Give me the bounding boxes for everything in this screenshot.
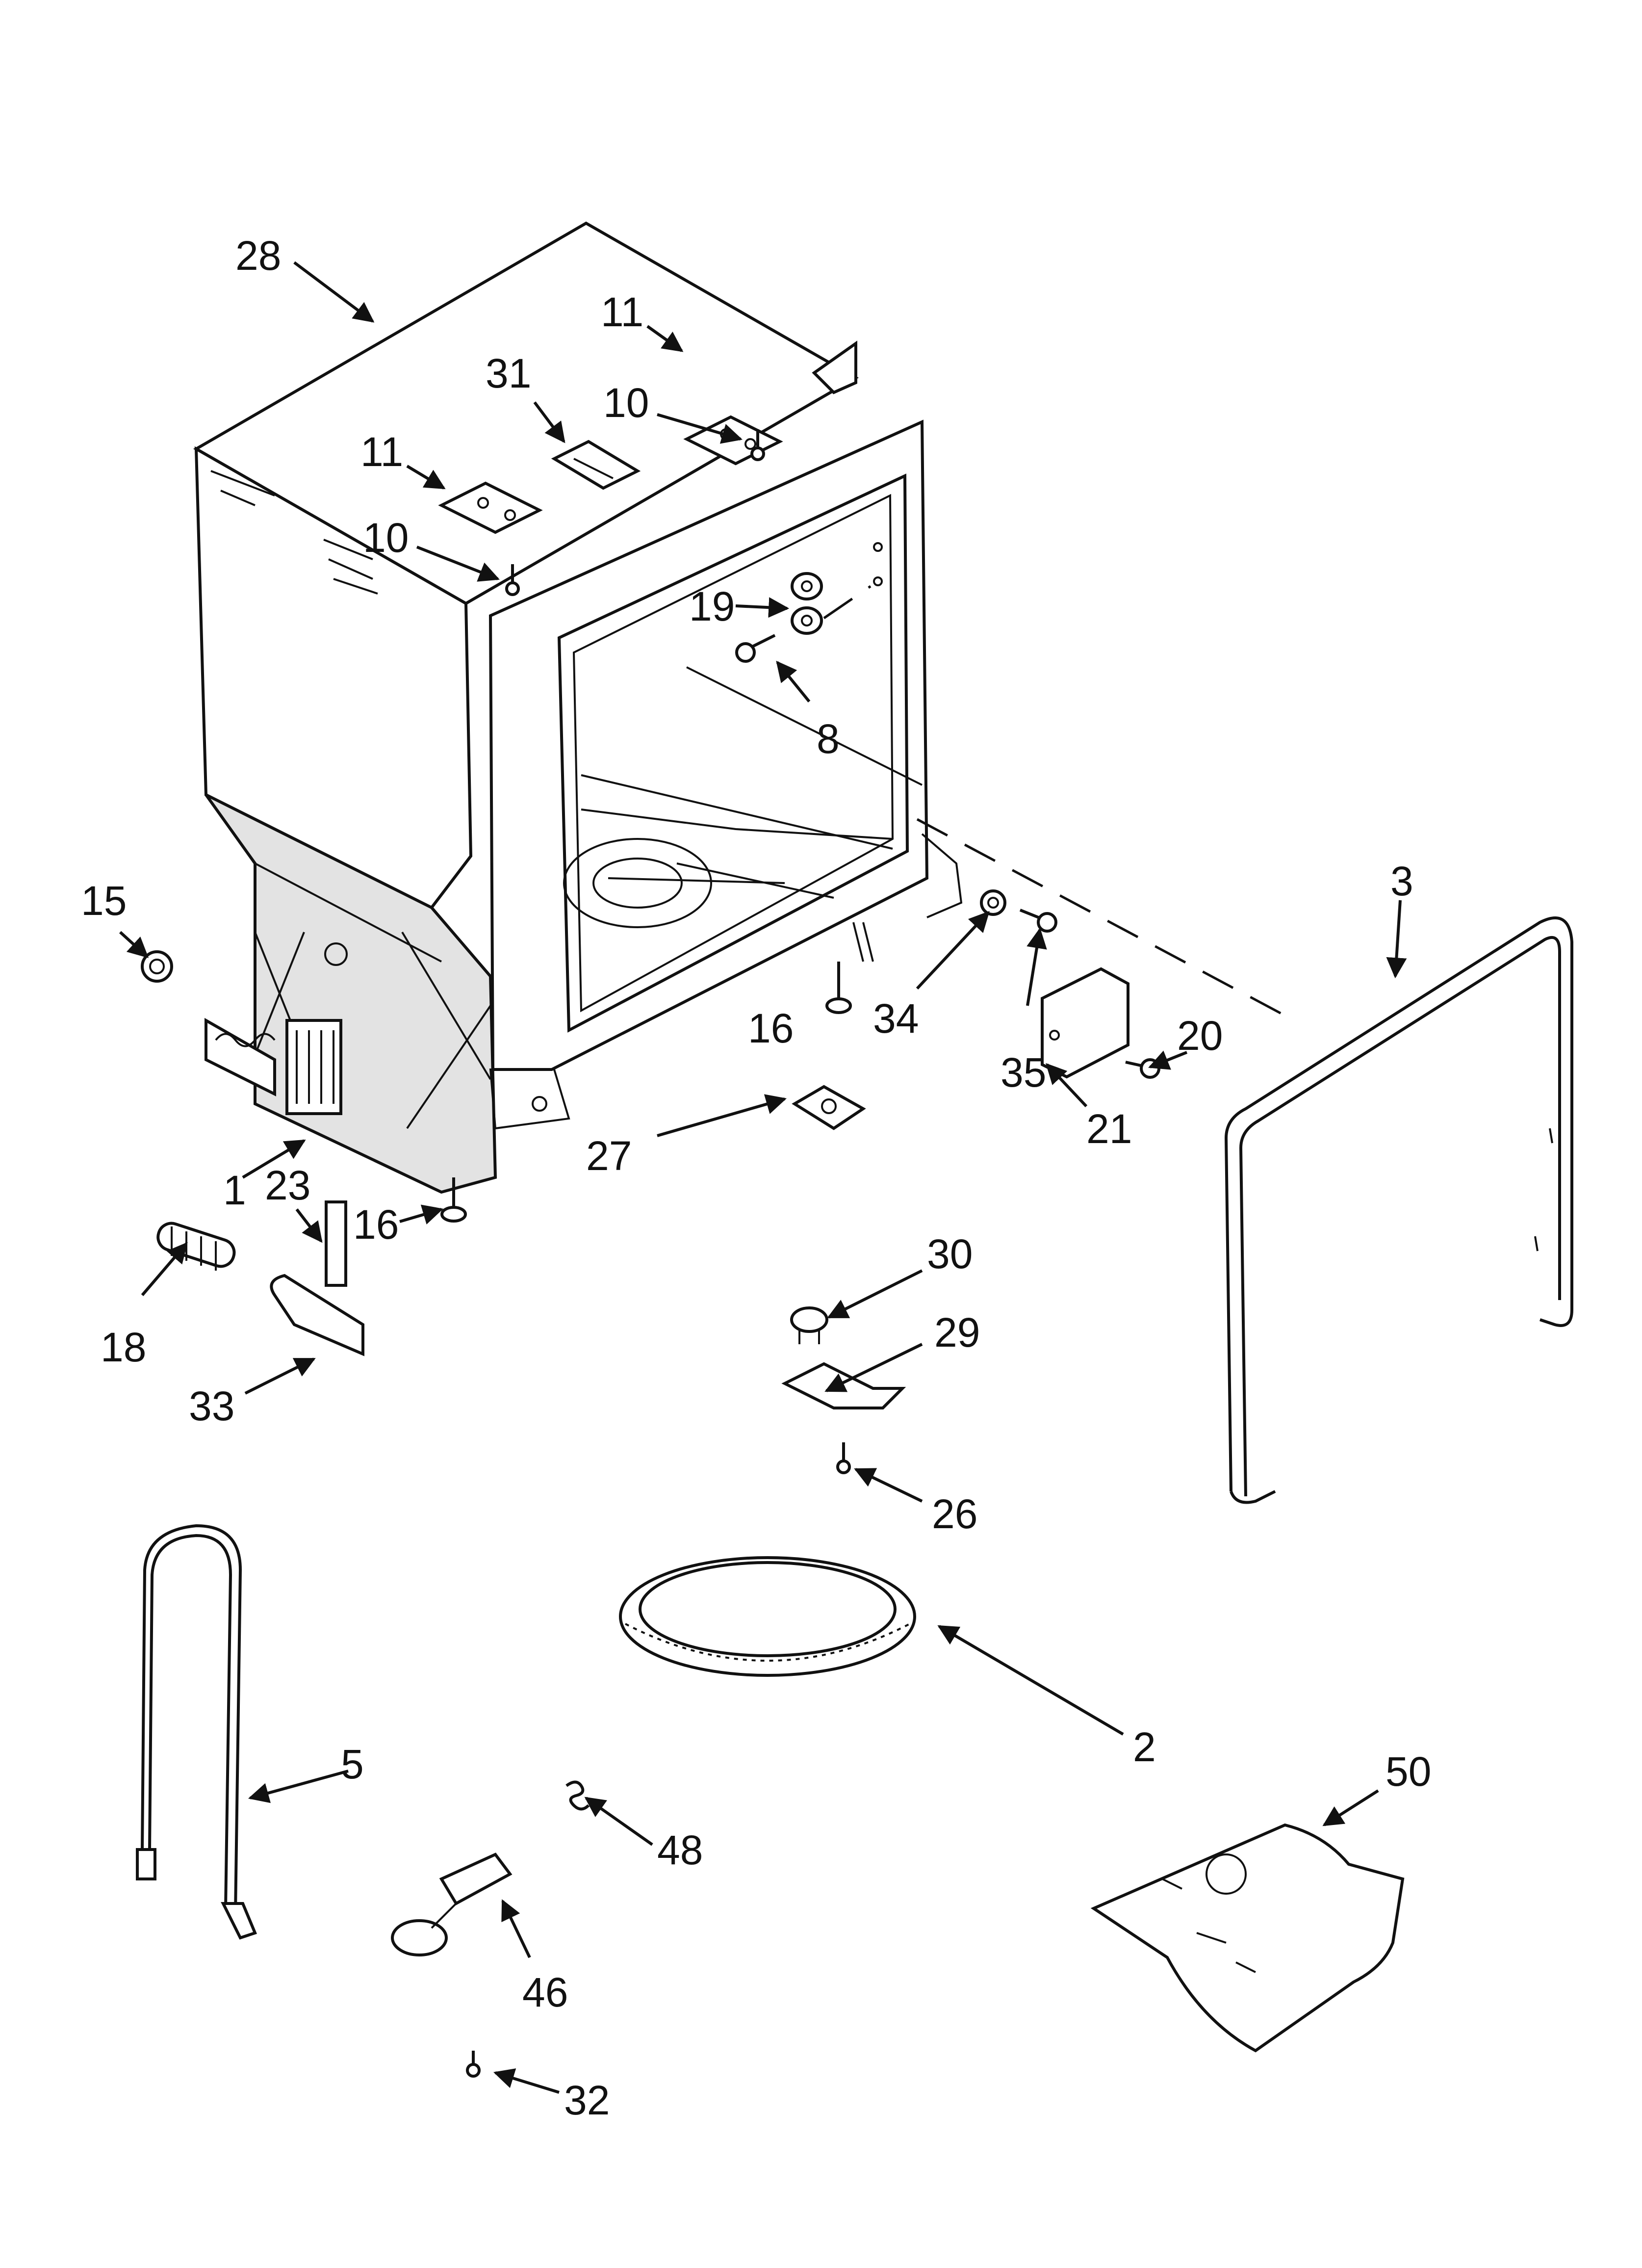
callout-28: 28 bbox=[235, 233, 281, 279]
callout-11: 11 bbox=[601, 289, 643, 335]
callout-30: 30 bbox=[927, 1231, 973, 1277]
leader-lines bbox=[119, 261, 1407, 2094]
callout-48: 48 bbox=[657, 1827, 703, 1873]
callout-23: 23 bbox=[265, 1162, 310, 1208]
callout-15: 15 bbox=[81, 878, 127, 924]
door-latch-clip bbox=[792, 1085, 866, 1130]
door-gasket bbox=[1224, 916, 1573, 1504]
callout-18: 18 bbox=[101, 1324, 146, 1370]
star-washer bbox=[980, 889, 1006, 916]
parts-bag bbox=[1090, 1823, 1405, 2053]
callout-1: 1 bbox=[223, 1167, 246, 1213]
spring-clip bbox=[565, 1780, 590, 1811]
callout-32: 32 bbox=[564, 2077, 610, 2123]
callout-10: 10 bbox=[603, 380, 649, 426]
callout-11: 11 bbox=[360, 429, 403, 475]
bracket-plate bbox=[551, 440, 641, 490]
mounting-bracket bbox=[1041, 967, 1129, 1079]
callout-10: 10 bbox=[363, 515, 409, 561]
callout-16: 16 bbox=[353, 1201, 399, 1248]
thermostat bbox=[790, 1306, 828, 1344]
callout-20: 20 bbox=[1177, 1013, 1223, 1059]
alignment-line-upper bbox=[686, 666, 923, 786]
mounting-screw bbox=[1125, 1058, 1160, 1079]
door-rollers bbox=[791, 542, 883, 635]
thermostat-bracket bbox=[781, 1362, 906, 1409]
bracket-screw bbox=[1019, 909, 1057, 933]
leveling-leg-right bbox=[825, 962, 852, 1014]
callout-19: 19 bbox=[689, 583, 735, 629]
dishwasher-tub bbox=[193, 221, 963, 1194]
callout-31: 31 bbox=[486, 350, 531, 396]
wire-harness bbox=[136, 1524, 257, 1940]
callout-5: 5 bbox=[341, 1741, 364, 1787]
callout-16: 16 bbox=[748, 1005, 794, 1051]
callout-50: 50 bbox=[1385, 1748, 1431, 1795]
alignment-line bbox=[916, 818, 1286, 1017]
callout-3: 3 bbox=[1390, 858, 1413, 904]
callout-labels: 28 11 31 10 11 10 19 8 15 3 16 34 20 35 … bbox=[81, 233, 1431, 2123]
callout-29: 29 bbox=[934, 1309, 980, 1356]
door-spring bbox=[156, 1222, 236, 1271]
roller-screw bbox=[735, 634, 776, 663]
sump-gasket bbox=[619, 1556, 916, 1677]
screw-left bbox=[505, 564, 520, 596]
callout-46: 46 bbox=[522, 1969, 568, 2015]
callout-8: 8 bbox=[817, 716, 840, 762]
grommet bbox=[141, 950, 173, 983]
hinge-bracket-left bbox=[438, 481, 543, 534]
foam-pad bbox=[270, 1274, 364, 1356]
thermostat-screw bbox=[836, 1442, 851, 1474]
callout-34: 34 bbox=[873, 995, 919, 1042]
callout-33: 33 bbox=[189, 1383, 234, 1429]
callout-26: 26 bbox=[932, 1491, 977, 1537]
clamp-screw bbox=[466, 2051, 481, 2078]
screw-upper bbox=[750, 429, 765, 461]
callout-21: 21 bbox=[1086, 1106, 1132, 1152]
callout-35: 35 bbox=[1001, 1049, 1046, 1095]
insulation-strip bbox=[325, 1200, 347, 1287]
hose-clamp bbox=[391, 1852, 513, 1956]
callout-2: 2 bbox=[1133, 1724, 1156, 1770]
callout-27: 27 bbox=[586, 1133, 632, 1179]
